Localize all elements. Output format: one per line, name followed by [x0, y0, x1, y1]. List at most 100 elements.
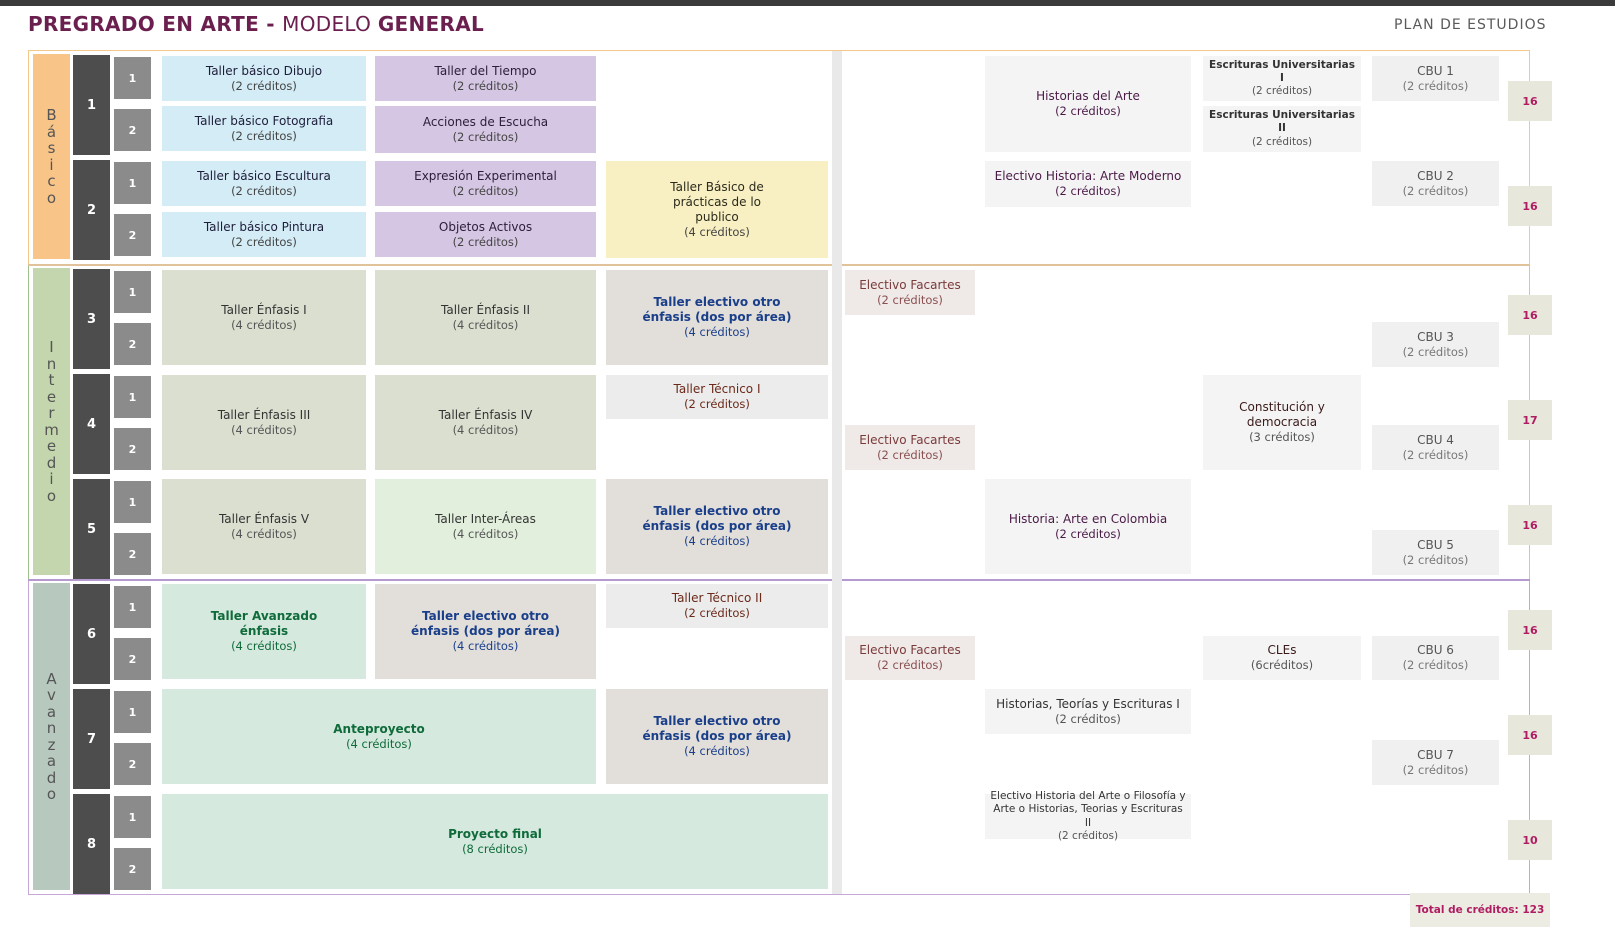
course-interareas: Taller Inter-Áreas(4 créditos) — [375, 479, 596, 574]
course-anteproyecto: Anteproyecto(4 créditos) — [162, 689, 596, 784]
course-credits: (2 créditos) — [684, 397, 750, 412]
level-letter: o — [46, 785, 57, 803]
course-credits: (2 créditos) — [1251, 135, 1313, 148]
course-pintura: Taller básico Pintura(2 créditos) — [162, 212, 366, 257]
semester-1: 1 — [73, 55, 110, 155]
semester-credits-8: 10 — [1508, 820, 1552, 860]
semester-credits-1: 16 — [1508, 81, 1552, 121]
level-letter: v — [47, 686, 56, 704]
course-credits: (4 créditos) — [231, 422, 297, 437]
semester-credits-7: 16 — [1508, 715, 1552, 755]
separator-intermedio — [28, 579, 1530, 581]
course-credits: (4 créditos) — [346, 736, 412, 751]
course-credits: (4 créditos) — [231, 526, 297, 541]
semester-4: 4 — [73, 374, 110, 474]
course-name: Electivo Historia: Arte Moderno — [994, 169, 1182, 184]
course-electivo-otro: Taller electivo otro énfasis (dos por ár… — [606, 270, 828, 365]
semester-3: 3 — [73, 269, 110, 369]
course-name: Taller Avanzado énfasis — [210, 609, 318, 639]
course-credits: (2 créditos) — [452, 183, 519, 198]
subperiod-2: 2 — [114, 533, 151, 575]
course-electivo-otro: Taller electivo otro énfasis (dos por ár… — [375, 584, 596, 679]
course-name: Historia: Arte en Colombia — [1008, 511, 1168, 526]
course-name: Taller Básico de prácticas de lo publico — [670, 179, 764, 224]
course-credits: (4 créditos) — [231, 639, 297, 654]
course-credits: (2 créditos) — [1402, 762, 1469, 777]
course-name: Taller electivo otro énfasis (dos por ár… — [642, 504, 792, 534]
course-name: CBU 6 — [1417, 643, 1454, 658]
level-letter: n — [46, 719, 57, 737]
course-credits: (2 créditos) — [231, 183, 297, 198]
course-name: Taller Técnico II — [671, 591, 763, 606]
subperiod-1: 1 — [114, 271, 151, 313]
level-letter: m — [44, 420, 59, 439]
course-name: CLEs — [1267, 643, 1297, 658]
course-credits: (2 créditos) — [877, 658, 943, 673]
course-name: Escrituras Universitarias I — [1209, 58, 1355, 84]
course-credits: (2 créditos) — [877, 447, 943, 462]
semester-2: 2 — [73, 160, 110, 260]
course-electivo-hist: Electivo Historia del Arte o Filosofía y… — [985, 790, 1191, 842]
course-credits: (2 créditos) — [231, 78, 297, 93]
subperiod-2: 2 — [114, 743, 151, 785]
subperiod-1: 1 — [114, 586, 151, 628]
course-credits: (4 créditos) — [684, 224, 750, 239]
course-credits: (2 créditos) — [1057, 829, 1119, 842]
course-name: Taller Énfasis IV — [438, 407, 533, 422]
plan-label: PLAN DE ESTUDIOS — [1394, 17, 1547, 33]
title-model: MODELO — [282, 12, 378, 36]
course-name: CBU 1 — [1417, 63, 1454, 78]
level-letter: a — [46, 702, 57, 721]
course-name: Taller básico Fotografia — [194, 113, 334, 128]
level-letter: A — [46, 669, 57, 688]
level-letter: e — [46, 437, 57, 455]
course-credits: (4 créditos) — [684, 534, 750, 549]
course-proyecto: Proyecto final(8 créditos) — [162, 794, 828, 889]
course-credits: (2 créditos) — [1055, 711, 1121, 726]
course-credits: (4 créditos) — [684, 744, 750, 759]
title-program: PREGRADO EN ARTE - — [28, 12, 283, 36]
course-credits: (2 créditos) — [1402, 344, 1469, 359]
course-facartes: Electivo Facartes(2 créditos) — [845, 636, 975, 680]
course-historias-arte: Historias del Arte(2 créditos) — [985, 56, 1191, 152]
level-letter: z — [47, 735, 56, 754]
course-enfasis3: Taller Énfasis III(4 créditos) — [162, 375, 366, 470]
semester-5: 5 — [73, 479, 110, 579]
course-credits: (2 créditos) — [231, 128, 297, 143]
subperiod-2: 2 — [114, 638, 151, 680]
course-tecnico1: Taller Técnico I(2 créditos) — [606, 375, 828, 419]
course-credits: (2 créditos) — [452, 129, 519, 144]
total-credits: Total de créditos: 123 — [1410, 893, 1550, 927]
course-escucha: Acciones de Escucha(2 créditos) — [375, 106, 596, 153]
course-credits: (2 créditos) — [1055, 184, 1121, 199]
course-moderno: Electivo Historia: Arte Moderno(2 crédit… — [985, 161, 1191, 207]
course-cbu1: CBU 1(2 créditos) — [1372, 56, 1499, 101]
course-name: Taller Técnico I — [673, 382, 761, 397]
course-constitucion: Constitución y democracia(3 créditos) — [1203, 375, 1361, 470]
subperiod-1: 1 — [114, 691, 151, 733]
level-letter: o — [46, 188, 57, 207]
course-cbu6: CBU 6(2 créditos) — [1372, 636, 1499, 680]
course-escrituras2: Escrituras Universitarias II(2 créditos) — [1203, 106, 1361, 152]
course-name: Taller Énfasis V — [218, 511, 310, 526]
course-practicas: Taller Básico de prácticas de lo publico… — [606, 161, 828, 258]
course-name: Acciones de Escucha — [422, 114, 549, 129]
level-letter: e — [46, 387, 57, 406]
course-name: Taller electivo otro énfasis (dos por ár… — [411, 609, 560, 639]
course-tiempo: Taller del Tiempo(2 créditos) — [375, 56, 596, 101]
level-letter: s — [47, 139, 56, 157]
subperiod-2: 2 — [114, 848, 151, 890]
course-name: CBU 4 — [1417, 432, 1454, 447]
subperiod-1: 1 — [114, 162, 151, 204]
course-name: CBU 2 — [1417, 168, 1454, 183]
course-dibujo: Taller básico Dibujo(2 créditos) — [162, 56, 366, 101]
course-credits: (2 créditos) — [1055, 104, 1121, 119]
course-name: Electivo Facartes — [859, 643, 961, 658]
level-letter: r — [48, 404, 55, 422]
subperiod-1: 1 — [114, 481, 151, 523]
frame-basico — [28, 50, 1530, 265]
level-letter: á — [46, 122, 57, 141]
semester-credits-5: 16 — [1508, 505, 1552, 545]
course-name: Anteproyecto — [333, 721, 425, 736]
